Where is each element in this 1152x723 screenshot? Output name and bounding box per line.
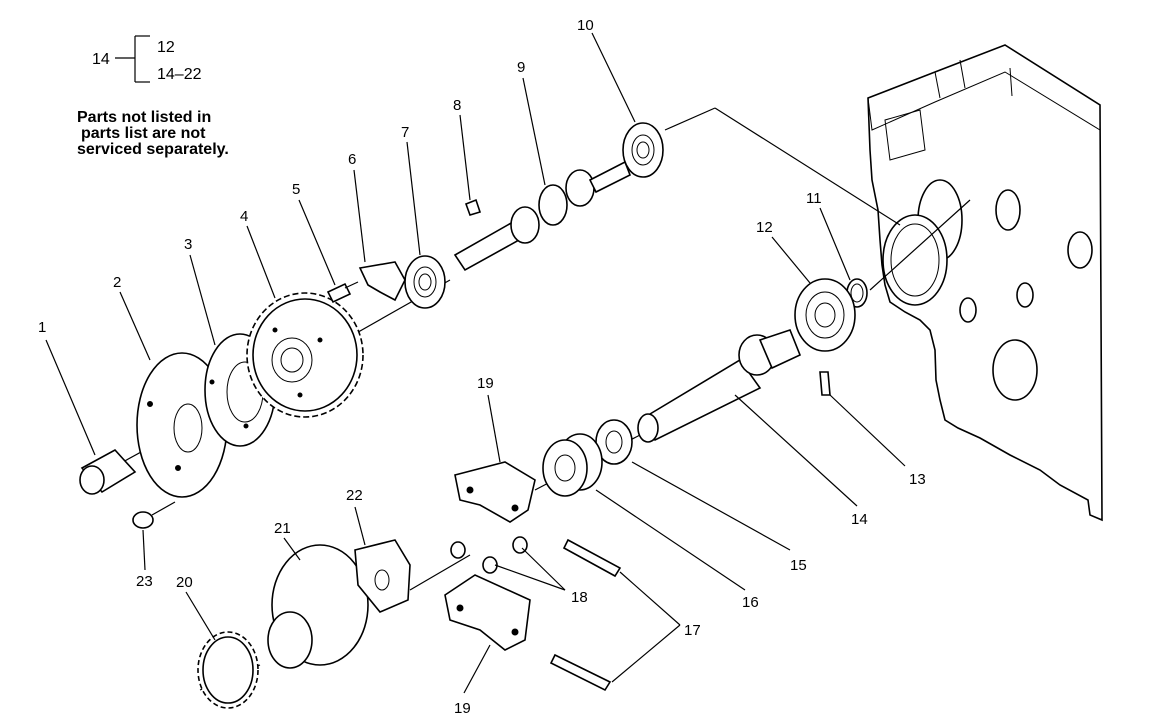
part-5-bolt bbox=[326, 281, 359, 304]
part-6-retainer bbox=[358, 261, 406, 302]
callout-18: 18 bbox=[571, 589, 588, 606]
legend-child-1: 12 bbox=[157, 39, 175, 56]
callout-3: 3 bbox=[184, 236, 192, 253]
part-19-fork-lower bbox=[444, 574, 531, 651]
part-4-gear bbox=[246, 292, 364, 418]
callout-10: 10 bbox=[577, 17, 594, 34]
callout-2: 2 bbox=[113, 274, 121, 291]
callout-17: 17 bbox=[684, 622, 701, 639]
callout-14: 14 bbox=[851, 511, 868, 528]
callout-5: 5 bbox=[292, 181, 300, 198]
part-10-bearing bbox=[622, 122, 664, 178]
callout-6: 6 bbox=[348, 151, 356, 168]
callout-4: 4 bbox=[240, 208, 248, 225]
callout-19-upper: 19 bbox=[477, 375, 494, 392]
callout-20: 20 bbox=[176, 574, 193, 591]
callout-23: 23 bbox=[136, 573, 153, 590]
part-9-camshaft bbox=[453, 160, 632, 272]
note-line-3: serviced separately. bbox=[77, 141, 229, 158]
callout-16: 16 bbox=[742, 594, 759, 611]
legend-bracket bbox=[115, 35, 150, 83]
part-19-fork-upper bbox=[454, 461, 536, 523]
callout-7: 7 bbox=[401, 124, 409, 141]
part-17-pins bbox=[549, 538, 622, 692]
callout-22: 22 bbox=[346, 487, 363, 504]
callout-21: 21 bbox=[274, 520, 291, 537]
callout-19-lower: 19 bbox=[454, 700, 471, 717]
part-16-spool bbox=[542, 433, 603, 497]
note-line-1: Parts not listed in bbox=[77, 109, 212, 126]
part-12-bearing bbox=[794, 278, 856, 352]
callout-15: 15 bbox=[790, 557, 807, 574]
callout-11: 11 bbox=[806, 190, 822, 207]
callout-8: 8 bbox=[453, 97, 461, 114]
part-13-set-screw bbox=[819, 371, 831, 396]
part-14-shaft bbox=[637, 329, 802, 443]
leader-lines bbox=[45, 32, 906, 694]
part-23-bolt bbox=[132, 501, 176, 529]
legend-parent: 14 bbox=[92, 51, 110, 68]
callout-12: 12 bbox=[756, 219, 773, 236]
callout-13: 13 bbox=[909, 471, 926, 488]
callout-1: 1 bbox=[38, 319, 46, 336]
part-1-plug bbox=[79, 448, 137, 495]
part-18-screws bbox=[450, 536, 528, 574]
callout-9: 9 bbox=[517, 59, 525, 76]
legend-child-2: 14–22 bbox=[157, 66, 202, 83]
part-20-small-gear bbox=[197, 631, 259, 709]
part-21-hub bbox=[267, 544, 369, 669]
engine-block bbox=[867, 44, 1103, 522]
part-8-key bbox=[464, 198, 482, 216]
part-22-bracket bbox=[354, 539, 411, 613]
callout-labels: 1 2 3 4 5 6 7 8 9 10 11 12 13 14 15 16 1… bbox=[38, 17, 926, 717]
service-note: Parts not listed in parts list are not s… bbox=[77, 110, 229, 158]
note-line-2: parts list are not bbox=[81, 125, 206, 142]
part-7-bearing bbox=[404, 255, 446, 309]
